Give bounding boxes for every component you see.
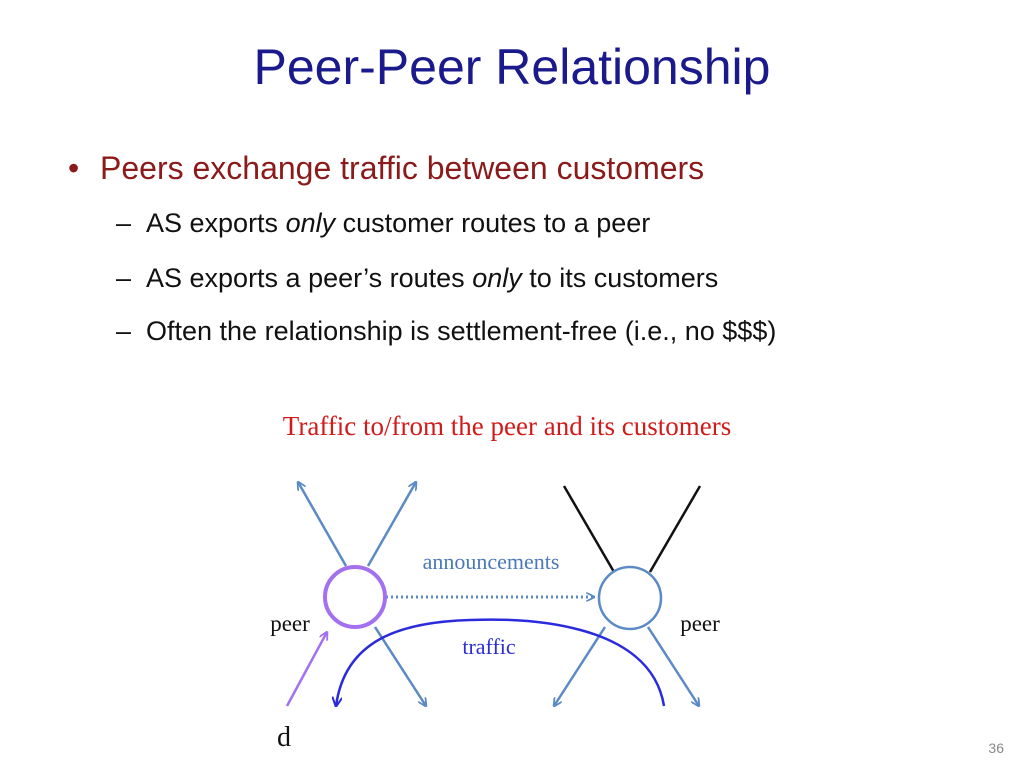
sub-bullet-text: Often the relationship is settlement-fre… <box>146 316 777 346</box>
sub-bullet-text: customer routes to a peer <box>335 208 651 238</box>
sub-bullet-1: –AS exports only customer routes to a pe… <box>116 208 650 239</box>
slide-title: Peer-Peer Relationship <box>253 39 771 95</box>
sub-bullet-emphasis: only <box>472 263 522 293</box>
destination-label: d <box>277 722 291 753</box>
main-bullet: • Peers exchange traffic between customer… <box>68 150 704 187</box>
right-upper-right-edge <box>648 485 702 573</box>
sub-bullet-text: AS exports <box>146 208 286 238</box>
right-upper-left-edge <box>562 485 616 573</box>
left-upper-left-edge <box>298 482 348 567</box>
left-peer-node <box>323 565 387 629</box>
bullet-marker: • <box>68 150 80 186</box>
sub-bullet-text: AS exports a peer’s routes <box>146 263 473 293</box>
sub-bullet-dash: – <box>116 208 132 238</box>
diagram-caption: Traffic to/from the peer and its custome… <box>282 411 732 441</box>
right-peer-node <box>597 565 663 631</box>
destination-arrow <box>285 632 327 707</box>
sub-bullet-emphasis: only <box>285 208 336 238</box>
main-bullet-text: Peers exchange traffic between customers <box>100 150 705 186</box>
sub-bullet-dash: – <box>116 316 132 346</box>
traffic-label: traffic <box>462 634 516 659</box>
sub-bullet-text: to its customers <box>521 263 719 293</box>
left-upper-right-edge <box>366 482 416 567</box>
page-number: 36 <box>988 740 1004 756</box>
sub-bullet-dash: – <box>116 263 132 293</box>
sub-bullet-3: –Often the relationship is settlement-fr… <box>116 316 776 347</box>
left-lower-right-edge <box>373 626 426 706</box>
left-peer-label: peer <box>270 611 310 636</box>
right-peer-label: peer <box>680 611 720 636</box>
right-lower-right-edge <box>646 626 699 706</box>
traffic-curve <box>336 618 666 706</box>
sub-bullet-2: –AS exports a peer’s routes only to its … <box>116 263 718 294</box>
right-lower-left-edge <box>554 626 607 706</box>
announcements-label: announcements <box>423 549 560 574</box>
